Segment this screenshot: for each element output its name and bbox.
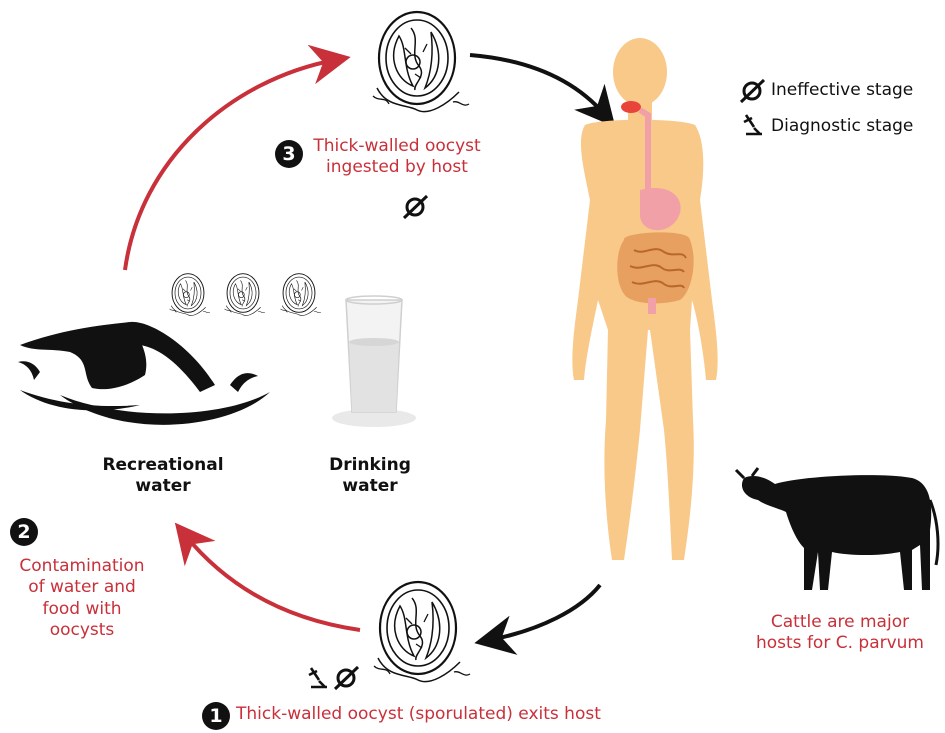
recreational-water-line: Recreational: [88, 455, 238, 476]
step-3-line: Thick-walled oocyst: [307, 136, 487, 157]
step-2-line: of water and: [2, 577, 162, 598]
step-2-line: Contamination: [2, 556, 162, 577]
cattle-note: Cattle are major hosts for C. parvum: [740, 612, 940, 655]
step-3-label: Thick-walled oocyst ingested by host: [307, 136, 487, 179]
oocyst-icon: [373, 12, 469, 112]
step-2-line: oocysts: [2, 620, 162, 641]
arrow-2-to-3: [125, 60, 335, 270]
human-body-icon: [572, 38, 717, 560]
arrow-host-to-1: [490, 585, 600, 640]
step-3-badge: 3: [275, 140, 303, 168]
step-2-line: food with: [2, 599, 162, 620]
recreational-water-line: water: [88, 476, 238, 497]
oocyst-icon: [225, 274, 265, 316]
drinking-water-line: Drinking: [305, 455, 435, 476]
cattle-note-line: Cattle are major: [740, 612, 940, 633]
oocyst-icon: [374, 582, 470, 682]
step-2-label: Contamination of water and food with ooc…: [2, 556, 162, 641]
diagnostic-stage-icon: [309, 668, 327, 687]
oocyst-icon: [281, 274, 321, 316]
infective-stage-icon: [404, 196, 427, 218]
step-3-line: ingested by host: [307, 157, 487, 178]
arrow-3-to-host: [470, 55, 605, 115]
step-2-badge: 2: [10, 518, 38, 546]
infective-stage-icon: [741, 80, 764, 102]
cattle-note-line: hosts for C. parvum: [740, 633, 940, 654]
recreational-water-label: Recreational water: [88, 455, 238, 498]
legend-infective-label: Ineffective stage: [771, 80, 913, 100]
infective-stage-icon: [335, 667, 358, 689]
arrow-1-to-2: [185, 535, 360, 630]
water-glass-icon: [332, 296, 416, 427]
swimmer-icon: [18, 322, 270, 425]
oocyst-icon: [170, 274, 210, 316]
step-1-label: Thick-walled oocyst (sporulated) exits h…: [236, 704, 676, 725]
diagnostic-stage-icon: [744, 115, 762, 134]
legend-diagnostic-label: Diagnostic stage: [771, 116, 913, 136]
cattle-icon: [736, 468, 938, 590]
drinking-water-line: water: [305, 476, 435, 497]
step-1-badge: 1: [202, 702, 230, 730]
drinking-water-label: Drinking water: [305, 455, 435, 498]
